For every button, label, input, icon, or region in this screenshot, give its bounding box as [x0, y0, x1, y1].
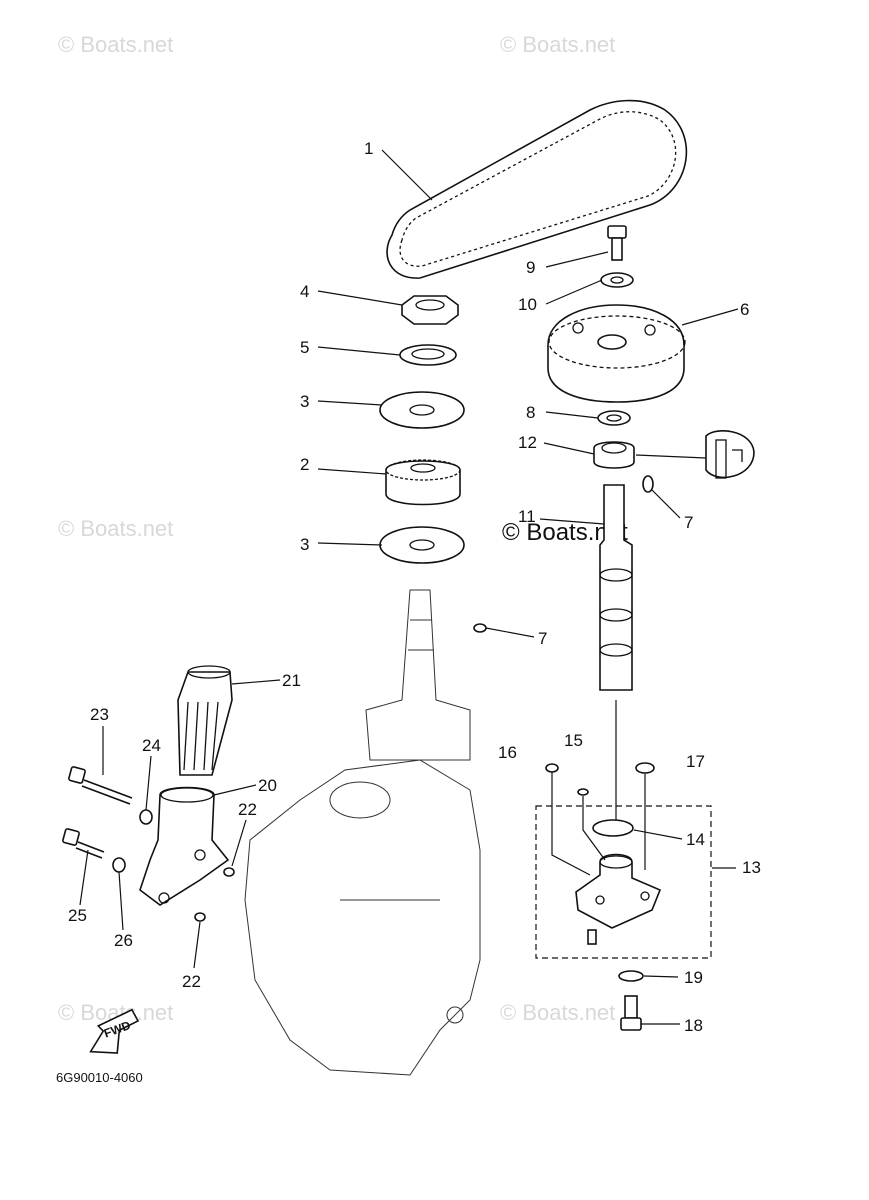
- washer-part-10[interactable]: [600, 272, 634, 288]
- drive-gear-part-2[interactable]: [385, 459, 461, 506]
- callout-23[interactable]: 23: [90, 705, 109, 724]
- callout-11[interactable]: 11: [518, 507, 536, 526]
- plate-part-3-upper[interactable]: [379, 391, 465, 429]
- callout-25[interactable]: 25: [68, 906, 87, 925]
- callouts: 1 2 3 3 4 5 6 7 7 8 9 10 11 12 13 14 15 …: [68, 139, 761, 1035]
- washer-part-26[interactable]: [112, 857, 126, 873]
- o-ring-part-17[interactable]: [635, 762, 655, 774]
- leader-16-line: [551, 772, 591, 876]
- callout-26[interactable]: 26: [114, 931, 133, 950]
- bolt-part-23[interactable]: [68, 766, 133, 805]
- watermark-mid-left: © Boats.net: [58, 516, 173, 541]
- callout-7-crank[interactable]: 7: [538, 629, 547, 648]
- timing-belt[interactable]: [386, 99, 688, 279]
- watermark-top-left: © Boats.net: [58, 32, 173, 57]
- callout-16[interactable]: 16: [498, 743, 517, 762]
- crankshaft-outline: [365, 589, 471, 761]
- diagram-code: 6G90010-4060: [56, 1070, 143, 1085]
- watermark-bottom-right: © Boats.net: [500, 1000, 615, 1025]
- leader-15-line: [582, 796, 606, 861]
- crankcase-outline: [244, 759, 481, 1076]
- callout-20[interactable]: 20: [258, 776, 277, 795]
- callout-24[interactable]: 24: [142, 736, 161, 755]
- callout-7-cam[interactable]: 7: [684, 513, 693, 532]
- callout-13[interactable]: 13: [742, 858, 761, 877]
- washer-part-24[interactable]: [139, 809, 153, 825]
- callout-5[interactable]: 5: [300, 338, 309, 357]
- o-ring-part-14[interactable]: [592, 819, 634, 837]
- callout-22-upper[interactable]: 22: [238, 800, 257, 819]
- seal-detail-inset: [635, 430, 755, 479]
- washer-part-8[interactable]: [597, 410, 631, 426]
- bolt-part-9[interactable]: [607, 225, 627, 261]
- plate-part-3-lower[interactable]: [379, 526, 465, 564]
- bolt-part-18[interactable]: [620, 995, 642, 1031]
- washer-part-19[interactable]: [618, 970, 644, 982]
- callout-8[interactable]: 8: [526, 403, 535, 422]
- o-ring-part-22-lower[interactable]: [194, 912, 206, 922]
- callout-1[interactable]: 1: [364, 139, 373, 158]
- o-ring-part-16[interactable]: [545, 763, 559, 773]
- key-part-7-crank[interactable]: [473, 623, 487, 633]
- bolt-part-25[interactable]: [62, 828, 105, 859]
- callout-3-upper[interactable]: 3: [300, 392, 309, 411]
- callout-2[interactable]: 2: [300, 455, 309, 474]
- leader-lines: [79, 149, 739, 1025]
- callout-12[interactable]: 12: [518, 433, 537, 452]
- callout-14[interactable]: 14: [686, 830, 705, 849]
- key-part-7-cam[interactable]: [642, 475, 654, 493]
- callout-19[interactable]: 19: [684, 968, 703, 987]
- oil-seal-part-12[interactable]: [593, 441, 635, 469]
- o-ring-part-22-upper[interactable]: [223, 867, 235, 877]
- callout-22-lower[interactable]: 22: [182, 972, 201, 991]
- callout-21[interactable]: 21: [282, 671, 301, 690]
- o-ring-part-15[interactable]: [577, 788, 589, 796]
- washer-part-5[interactable]: [399, 344, 457, 366]
- callout-10[interactable]: 10: [518, 295, 537, 314]
- callout-17[interactable]: 17: [686, 752, 705, 771]
- camshaft-part-11[interactable]: [599, 484, 633, 691]
- camshaft-pulley-part-6[interactable]: [547, 304, 686, 403]
- oil-pump-assy-part-13[interactable]: [535, 805, 712, 959]
- callout-3-lower[interactable]: 3: [300, 535, 309, 554]
- callout-4[interactable]: 4: [300, 282, 309, 301]
- callout-9[interactable]: 9: [526, 258, 535, 277]
- callout-18[interactable]: 18: [684, 1016, 703, 1035]
- strainer-housing-part-20[interactable]: [139, 786, 230, 906]
- watermark-top-right: © Boats.net: [500, 32, 615, 57]
- callout-6[interactable]: 6: [740, 300, 749, 319]
- nut-part-4[interactable]: [401, 295, 459, 325]
- callout-15[interactable]: 15: [564, 731, 583, 750]
- oil-strainer-part-21[interactable]: [177, 665, 233, 776]
